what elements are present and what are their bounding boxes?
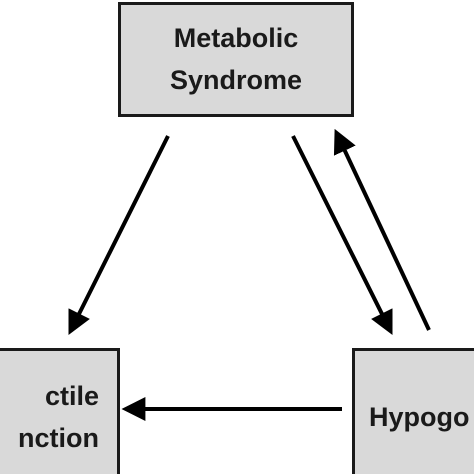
node-left-line-1: ctile <box>44 381 99 412</box>
node-erectile-dysfunction: ctile nction <box>0 348 120 474</box>
arrow-metabolic-to-hypogonadism <box>291 135 393 336</box>
node-top-line-1: Metabolic <box>173 22 299 53</box>
arrow-metabolic-to-erectile <box>68 135 170 336</box>
node-metabolic-syndrome: Metabolic Syndrome <box>118 2 354 117</box>
node-top-line-2: Syndrome <box>169 64 303 95</box>
arrow-hypogonadism-to-metabolic <box>333 128 431 331</box>
node-hypogonadism: Hypogo <box>352 348 474 474</box>
node-right-line-1: Hypogo <box>369 402 470 433</box>
node-left-line-2: nction <box>18 423 99 453</box>
